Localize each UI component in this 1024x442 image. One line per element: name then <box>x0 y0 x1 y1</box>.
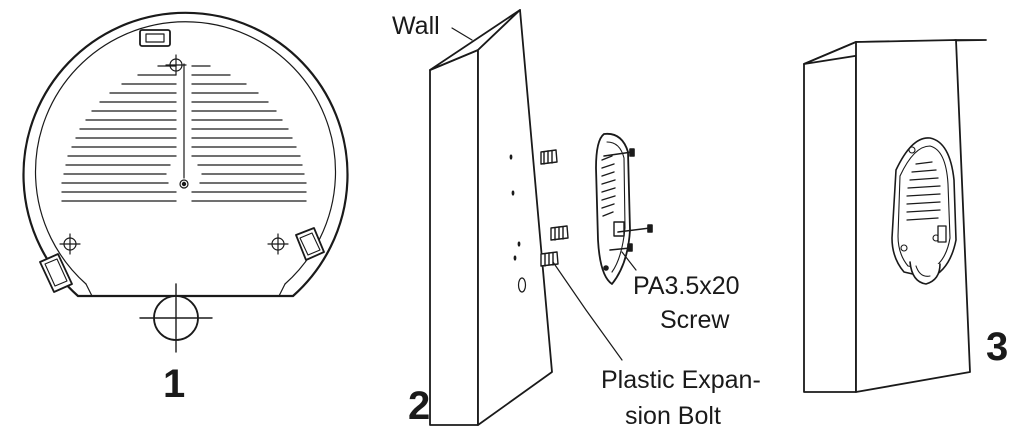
expansion-bolt-icon <box>540 149 623 361</box>
screw-label-line1: PA3.5x20 <box>633 272 740 300</box>
access-point-icon <box>891 137 957 285</box>
screw-label-line2: Screw <box>660 306 730 334</box>
step-number-2: 2 <box>408 384 431 428</box>
step-number-1: 1 <box>163 362 186 406</box>
screw-icon <box>603 148 653 271</box>
step-number-3: 3 <box>986 325 1009 369</box>
bolt-label-line2: sion Bolt <box>625 402 721 430</box>
mounting-bracket-icon <box>22 11 349 353</box>
wall-label: Wall <box>392 12 440 40</box>
bracket-side-icon <box>595 132 631 285</box>
wall-icon <box>429 9 553 426</box>
bolt-label-line1: Plastic Expan- <box>601 366 761 394</box>
